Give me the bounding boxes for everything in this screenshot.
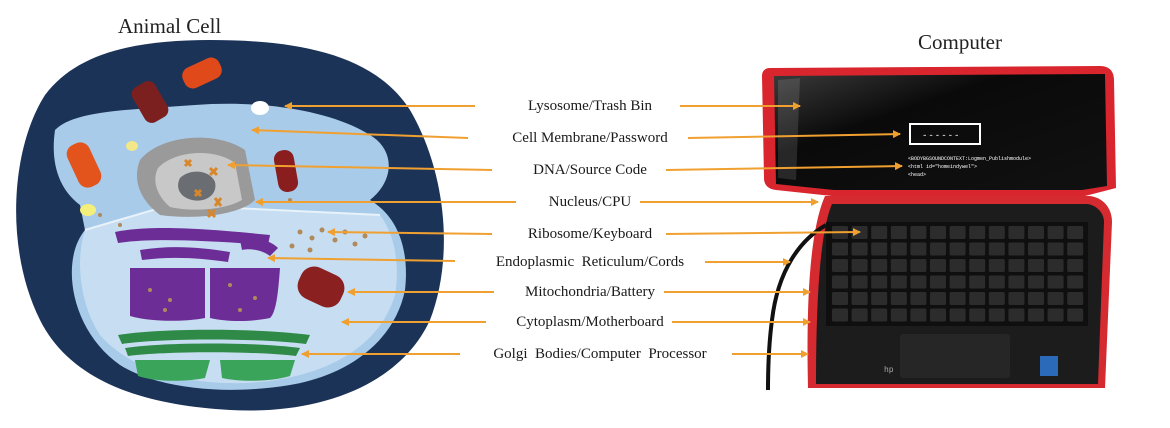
keyboard-key [852, 309, 868, 322]
keyboard-key [950, 226, 966, 239]
keyboard-key [989, 243, 1005, 256]
keyboard-key [1008, 276, 1024, 289]
keyboard-key [891, 243, 907, 256]
keyboard-key [969, 259, 985, 272]
keyboard-key [969, 276, 985, 289]
password-mask: ------ [922, 131, 960, 141]
sticker [1040, 356, 1058, 376]
keyboard-key [1048, 243, 1064, 256]
keyboard-key [1008, 292, 1024, 305]
label-ribosome: Ribosome/Keyboard [420, 224, 760, 244]
keyboard-key [1067, 292, 1083, 305]
keyboard-key [910, 226, 926, 239]
label-dna: DNA/Source Code [420, 160, 760, 180]
keyboard-key [832, 243, 848, 256]
keyboard-key [989, 259, 1005, 272]
keyboard-key [1028, 259, 1044, 272]
title-animal-cell: Animal Cell [118, 14, 221, 39]
lysosome-2 [126, 141, 138, 151]
keyboard-key [1048, 309, 1064, 322]
keyboard-key [852, 243, 868, 256]
keyboard-key [852, 276, 868, 289]
keyboard-key [1048, 259, 1064, 272]
lysosome-3 [80, 204, 96, 216]
keyboard-key [891, 309, 907, 322]
keyboard-key [1067, 259, 1083, 272]
touchpad [900, 334, 1010, 378]
label-nucleus: Nucleus/CPU [420, 192, 760, 212]
keyboard-key [910, 276, 926, 289]
label-cytoplasm: Cytoplasm/Motherboard [420, 312, 760, 332]
keyboard-key [871, 259, 887, 272]
keyboard-key [969, 309, 985, 322]
label-lysosome: Lysosome/Trash Bin [420, 96, 760, 116]
keyboard-key [832, 309, 848, 322]
keyboard-key [832, 292, 848, 305]
keyboard-key [891, 276, 907, 289]
keyboard-key [1067, 276, 1083, 289]
keyboard-key [1028, 276, 1044, 289]
keyboard-key [950, 309, 966, 322]
keyboard-key [852, 259, 868, 272]
keyboard-key [871, 243, 887, 256]
keyboard-key [1048, 276, 1064, 289]
keyboard-key [930, 309, 946, 322]
keyboard-key [1067, 243, 1083, 256]
keyboard-key [1008, 226, 1024, 239]
keyboard-key [871, 226, 887, 239]
keyboard-key [989, 276, 1005, 289]
hp-logo: hp [884, 366, 894, 375]
keyboard-key [910, 309, 926, 322]
label-cell-membrane: Cell Membrane/Password [420, 128, 760, 148]
keyboard-key [1008, 243, 1024, 256]
keyboard-key [950, 243, 966, 256]
keyboard-key [950, 292, 966, 305]
keyboard-key [969, 243, 985, 256]
keyboard-key [832, 259, 848, 272]
keyboard-key [1048, 292, 1064, 305]
keyboard-key [910, 259, 926, 272]
keyboard-key [891, 259, 907, 272]
label-golgi: Golgi Bodies/Computer Processor [430, 344, 770, 364]
keyboard-key [891, 292, 907, 305]
keyboard-key [950, 259, 966, 272]
keyboard-key [1008, 309, 1024, 322]
keyboard-key [969, 292, 985, 305]
keyboard-key [1067, 226, 1083, 239]
title-computer: Computer [918, 30, 1002, 55]
label-mitochondria: Mitochondria/Battery [420, 282, 760, 302]
label-endoplasmic-reticulum: Endoplasmic Reticulum/Cords [420, 252, 760, 272]
keyboard-key [871, 309, 887, 322]
keyboard-key [1028, 226, 1044, 239]
keyboard-key [910, 292, 926, 305]
keyboard-key [950, 276, 966, 289]
code-line-1: <BODYBGSOUNDCONTEXT:Logmen_Publishmodule… [908, 156, 1031, 162]
keyboard-key [891, 226, 907, 239]
keyboard-key [1028, 243, 1044, 256]
keyboard-key [832, 276, 848, 289]
code-line-3: <head> [908, 172, 926, 178]
keyboard-key [1008, 259, 1024, 272]
keyboard-key [930, 226, 946, 239]
code-line-2: <html id="homeindywel"> [908, 164, 977, 170]
laptop [762, 66, 1116, 390]
keyboard-key [989, 309, 1005, 322]
keyboard-key [1048, 226, 1064, 239]
keyboard-key [852, 292, 868, 305]
keyboard-key [871, 276, 887, 289]
keyboard-key [930, 276, 946, 289]
lysosome-1 [251, 101, 269, 115]
keyboard-key [989, 292, 1005, 305]
keyboard-key [930, 292, 946, 305]
keyboard-key [1028, 292, 1044, 305]
keyboard-key [871, 292, 887, 305]
keyboard-key [930, 243, 946, 256]
keyboard-key [969, 226, 985, 239]
keyboard-key [1067, 309, 1083, 322]
keyboard-key [910, 243, 926, 256]
keyboard-key [989, 226, 1005, 239]
keyboard-key [930, 259, 946, 272]
keyboard-key [1028, 309, 1044, 322]
